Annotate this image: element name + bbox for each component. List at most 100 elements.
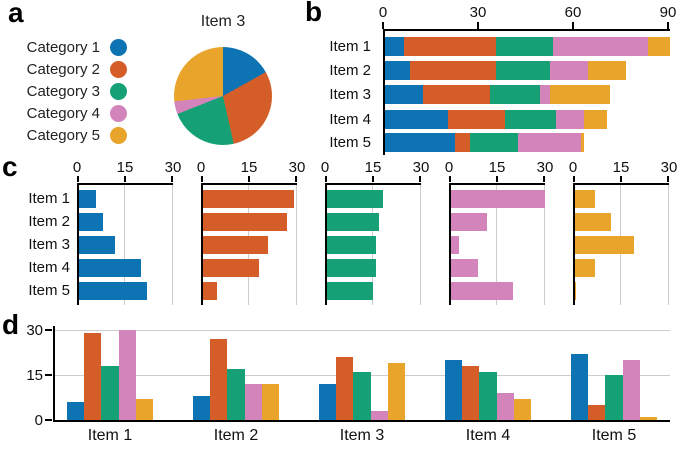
bar	[79, 259, 141, 277]
bar-segment	[495, 61, 550, 80]
bar	[370, 411, 388, 420]
bar	[203, 259, 259, 277]
x-axis-line	[201, 183, 297, 185]
x-tick-mark	[496, 176, 498, 182]
x-tick-label: 30	[660, 159, 678, 176]
x-tick-label: 0	[72, 159, 82, 176]
bar	[84, 333, 102, 420]
pie-chart	[174, 47, 272, 145]
gridline	[124, 183, 125, 305]
bar	[244, 384, 262, 420]
y-axis-line	[573, 183, 575, 305]
x-tick-label: 15	[488, 159, 506, 176]
bar	[327, 259, 377, 277]
x-tick-mark	[449, 176, 451, 182]
gridline	[544, 183, 545, 305]
bar	[327, 190, 383, 208]
x-tick-mark	[667, 22, 669, 29]
bar	[327, 236, 377, 254]
bar	[79, 213, 103, 231]
gridline	[668, 183, 669, 305]
x-tick-label: 0	[196, 159, 206, 176]
bar-segment	[505, 110, 556, 129]
bar-group	[67, 330, 153, 420]
x-axis-line	[449, 183, 545, 185]
x-tick-mark	[171, 176, 173, 182]
panel-label-a: a	[8, 0, 24, 28]
bar	[353, 372, 371, 420]
x-tick-label: 30	[469, 4, 487, 21]
legend-item: Category 2	[18, 61, 127, 78]
x-tick-mark	[382, 22, 384, 29]
y-axis-line	[449, 183, 451, 305]
bar-segment	[385, 61, 411, 80]
bar-segment	[540, 85, 550, 104]
x-axis-line	[77, 183, 173, 185]
bar	[135, 399, 153, 420]
item-label: Item 3	[28, 236, 70, 253]
legend-swatch	[110, 61, 127, 78]
bar-group	[193, 330, 279, 420]
bar	[203, 190, 294, 208]
legend-item: Category 1	[18, 39, 127, 56]
y-tick-label: 30	[26, 322, 43, 339]
bar	[513, 399, 531, 420]
x-tick-label: 0	[320, 159, 330, 176]
x-tick-label: 0	[444, 159, 454, 176]
legend-label: Category 2	[26, 61, 100, 78]
legend-item: Category 4	[18, 105, 127, 122]
x-axis-line	[53, 420, 670, 422]
item-label: Item 3	[339, 427, 385, 444]
bar	[193, 396, 211, 420]
bar-segment	[385, 110, 449, 129]
bar	[210, 339, 228, 420]
bar	[479, 372, 497, 420]
bar	[575, 282, 577, 300]
stacked-bar	[385, 110, 607, 129]
bar	[451, 259, 478, 277]
x-tick-label: 60	[564, 4, 582, 21]
bar	[571, 354, 589, 420]
bar-segment	[584, 110, 607, 129]
bar	[203, 236, 269, 254]
y-tick-mark	[45, 419, 52, 421]
bar	[445, 360, 463, 420]
bar-group	[445, 330, 531, 420]
bar-segment	[552, 37, 648, 56]
bar	[79, 282, 148, 300]
stacked-bar	[385, 133, 585, 152]
x-tick-mark	[572, 22, 574, 29]
x-tick-mark	[419, 176, 421, 182]
x-tick-label: 0	[568, 159, 578, 176]
panel-label-d: d	[2, 309, 20, 340]
item-label: Item 5	[28, 282, 70, 299]
bar-segment	[385, 37, 404, 56]
x-tick-label: 15	[116, 159, 134, 176]
bar	[496, 393, 514, 420]
x-tick-mark	[543, 176, 545, 182]
item-label: Item 4	[329, 111, 371, 128]
bar-segment	[385, 133, 455, 152]
bar	[451, 190, 545, 208]
x-tick-mark	[201, 176, 203, 182]
bar	[639, 417, 657, 420]
x-tick-mark	[325, 176, 327, 182]
legend-swatch	[110, 39, 127, 56]
x-tick-label: 30	[412, 159, 430, 176]
x-tick-label: 0	[378, 4, 388, 21]
bar-segment	[587, 61, 626, 80]
bar	[451, 236, 459, 254]
legend-label: Category 5	[26, 127, 100, 144]
bar	[588, 405, 606, 420]
x-tick-mark	[124, 176, 126, 182]
bar-segment	[489, 85, 541, 104]
x-tick-mark	[667, 176, 669, 182]
legend-swatch	[110, 127, 127, 144]
y-axis-line	[53, 326, 55, 422]
x-tick-label: 30	[536, 159, 554, 176]
y-axis-line	[77, 183, 79, 305]
